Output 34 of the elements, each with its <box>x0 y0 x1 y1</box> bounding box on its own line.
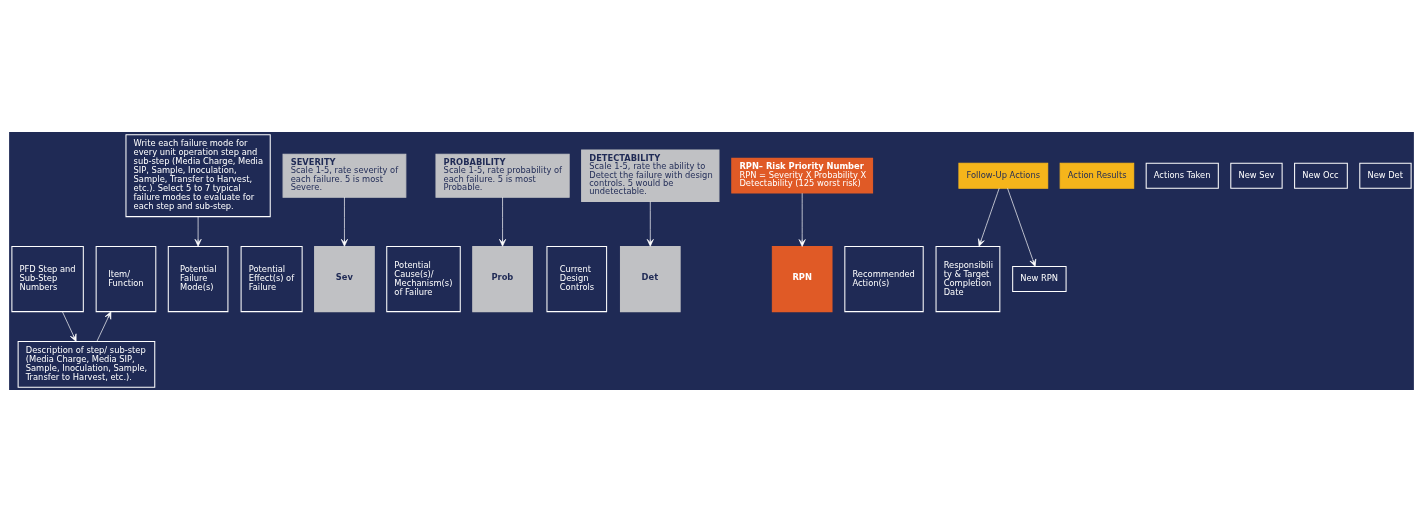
node-box: Actions Taken <box>1145 162 1219 189</box>
arrow <box>96 310 112 342</box>
arrow <box>499 196 507 247</box>
node-box: New Det <box>1359 162 1412 189</box>
node-box: Write each failure mode for every unit operation step and sub-step (Media Charge, Media SIP, Sample, Inoculation, Sample, Transfer to Harvest, etc.). Select 5 to 7 typical failure modes to evaluate for each step and sub-step. <box>125 133 271 217</box>
node-box: Potential Effect(s) of Failure <box>240 245 303 312</box>
node-box: Item/ Function <box>95 245 157 312</box>
node-box: DETECTABILITY Scale 1-5, rate the ability to Detect the failure with design controls. 5 would be undetectable. <box>581 149 720 202</box>
node-box: Potential Cause(s)/ Mechanism(s) of Failure <box>386 245 461 312</box>
node-box: Description of step/ sub-step (Media Charge, Media SIP, Sample, Inoculation, Sample, Transfer to Harvest, etc.). <box>17 340 156 388</box>
node-box: Responsibility & Target Completion Date <box>935 245 1001 312</box>
node-box: New RPN <box>1012 265 1067 292</box>
node-box: New Sev <box>1230 162 1283 189</box>
arrow <box>340 196 348 247</box>
arrow <box>646 200 654 247</box>
node-box: RPN– Risk Priority Number RPN = Severity X Probability X Detectability (125 worst risk) <box>731 157 874 194</box>
node-box: PFD Step and Sub-Step Numbers <box>11 245 84 312</box>
node-box: Sev <box>314 245 375 312</box>
node-box: Current Design Controls <box>546 245 608 312</box>
arrow <box>1007 187 1037 267</box>
node-box: New Occ <box>1294 162 1348 189</box>
arrow <box>978 187 1000 247</box>
node-box: Action Results <box>1059 162 1135 189</box>
node-box: SEVERITY Scale 1-5, rate severity of each failure. 5 is most Severe. <box>282 153 407 198</box>
node-box: Prob <box>472 245 533 312</box>
arrow <box>798 192 806 247</box>
node-box: Det <box>619 245 681 312</box>
node-box: PROBABILITY Scale 1-5, rate probability of each failure. 5 is most Probable. <box>435 153 570 198</box>
node-box: Follow-Up Actions <box>958 162 1049 189</box>
node-box: Potential Failure Mode(s) <box>167 245 229 312</box>
node-box: Recommended Action(s) <box>844 245 924 312</box>
node-box: RPN <box>771 245 833 312</box>
arrow <box>62 310 77 342</box>
arrow <box>194 215 202 247</box>
